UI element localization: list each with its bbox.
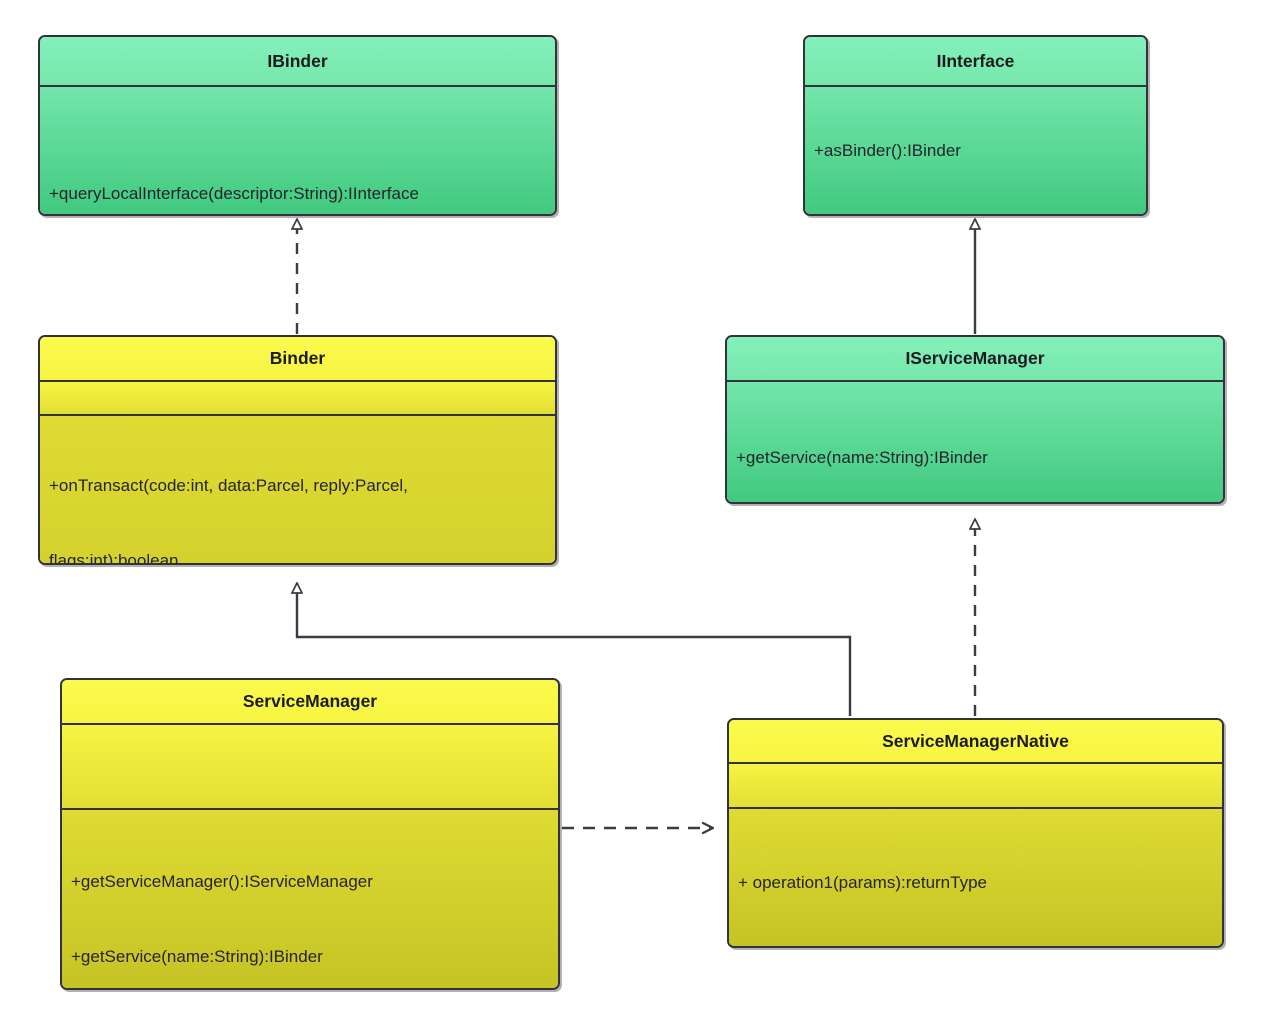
class-box-servicemanager[interactable]: ServiceManager -sServiceManager:IService…	[60, 678, 560, 990]
class-name-iservicemanager: IServiceManager	[727, 337, 1223, 380]
operation-line: +getService(name:String):IBinder	[736, 448, 988, 467]
class-name-binder: Binder	[40, 337, 555, 380]
operation-line: +queryLocalInterface(descriptor:String):…	[49, 184, 419, 203]
class-box-iservicemanager[interactable]: IServiceManager +getService(name:String)…	[725, 335, 1225, 504]
class-box-ibinder[interactable]: IBinder +queryLocalInterface(descriptor:…	[38, 35, 557, 216]
class-operations-ibinder: +queryLocalInterface(descriptor:String):…	[40, 85, 555, 214]
operation-line: +getServiceManager():IServiceManager	[71, 872, 373, 892]
class-operations-servicemanager: +getServiceManager():IServiceManager +ge…	[62, 808, 558, 988]
operation-line: + operation1(params):returnType	[738, 873, 987, 893]
class-name-servicemanagernative: ServiceManagerNative	[729, 720, 1222, 762]
class-attributes-servicemanagernative	[729, 762, 1222, 808]
class-operations-iservicemanager: +getService(name:String):IBinder +checkS…	[727, 380, 1223, 502]
class-attributes-binder: -mObject:int	[40, 380, 555, 414]
class-operations-iinterface: +asBinder():IBinder	[805, 85, 1146, 214]
operation-line: flags:int):boolean	[49, 551, 179, 565]
class-operations-binder: +onTransact(code:int, data:Parcel, reply…	[40, 414, 555, 565]
class-box-servicemanagernative[interactable]: ServiceManagerNative + operation1(params…	[727, 718, 1224, 948]
operation-line: +onTransact(code:int, data:Parcel, reply…	[49, 476, 408, 495]
class-name-iinterface: IInterface	[805, 37, 1146, 85]
operation-line: - operation2(params)	[738, 945, 1213, 946]
class-name-ibinder: IBinder	[40, 37, 555, 85]
class-operations-servicemanagernative: + operation1(params):returnType - operat…	[729, 807, 1222, 946]
class-attributes-servicemanager: -sServiceManager:IServiceManager	[62, 723, 558, 809]
class-box-iinterface[interactable]: IInterface +asBinder():IBinder	[803, 35, 1148, 216]
class-name-servicemanager: ServiceManager	[62, 680, 558, 723]
operation-line: +getService(name:String):IBinder	[71, 947, 323, 967]
class-box-binder[interactable]: Binder -mObject:int +onTransact(code:int…	[38, 335, 557, 565]
operation-line: +asBinder():IBinder	[814, 141, 961, 160]
